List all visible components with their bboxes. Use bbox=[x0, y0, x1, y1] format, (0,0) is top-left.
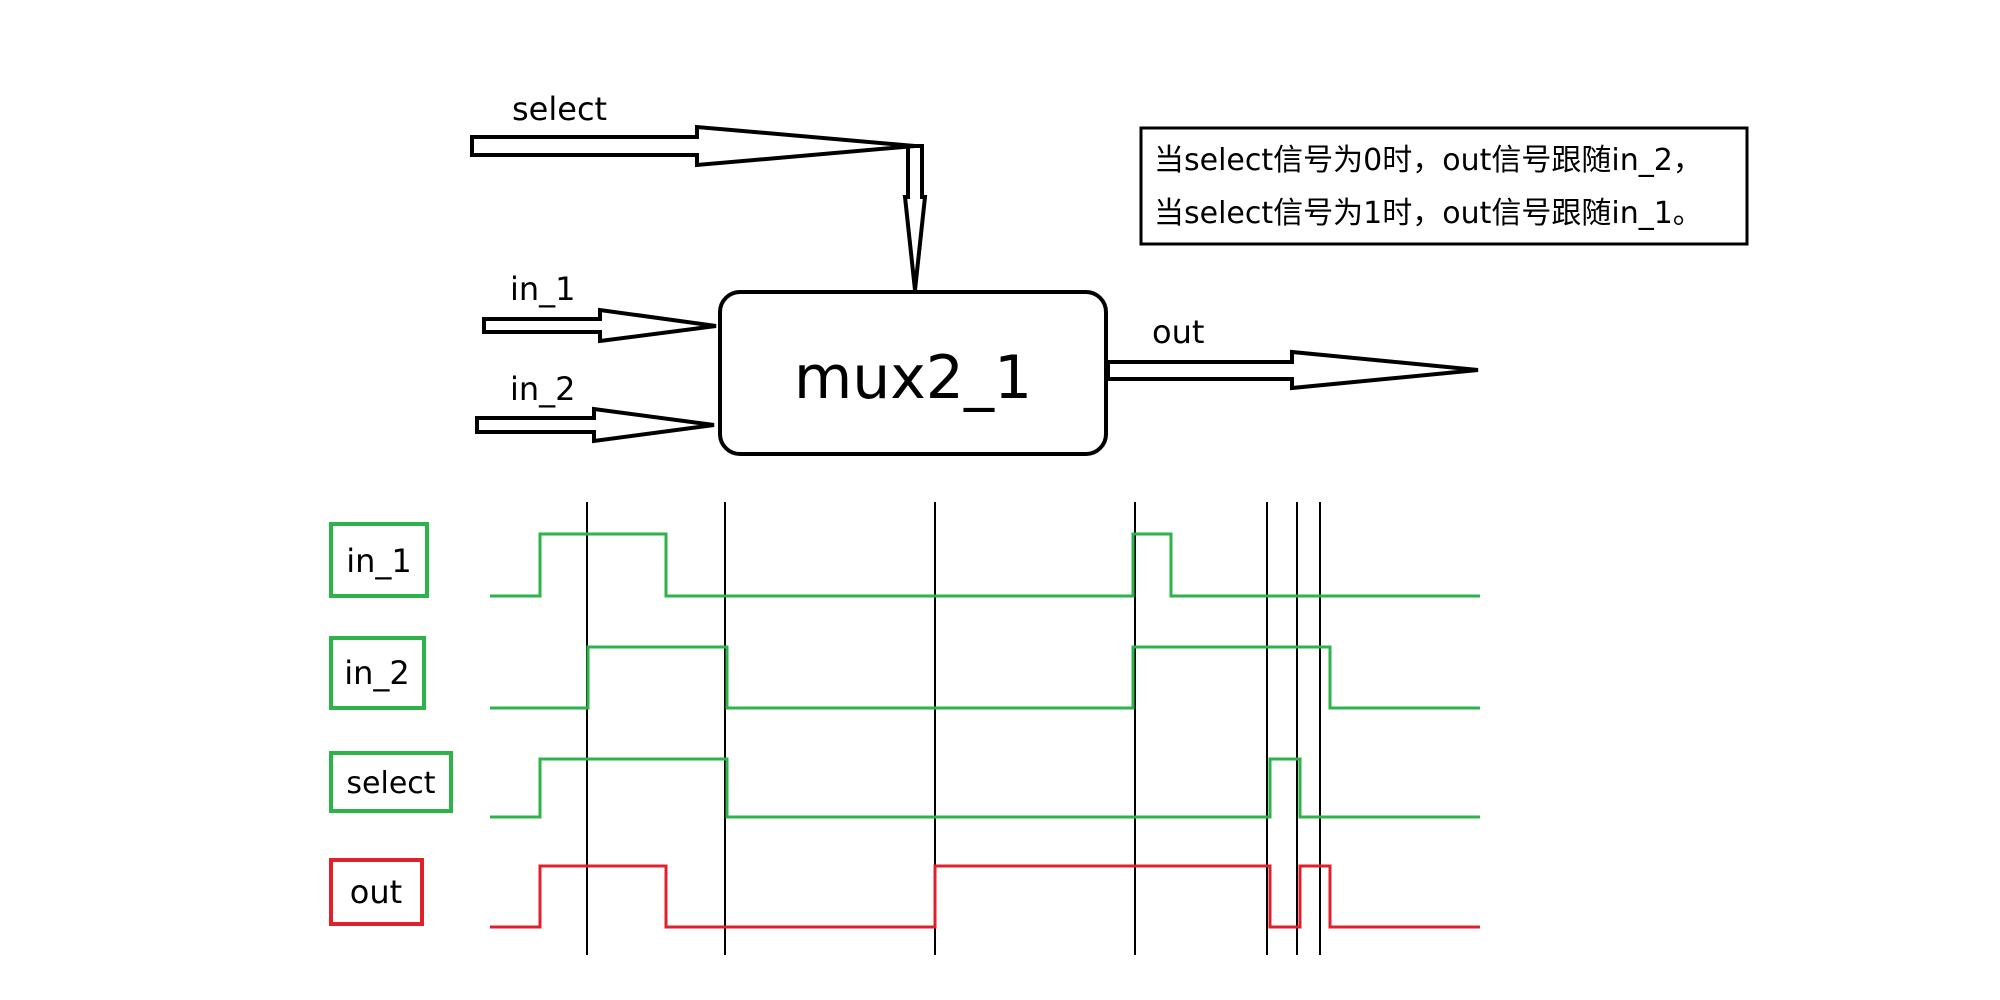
in2-wave-label-box bbox=[329, 636, 426, 710]
out-label: out bbox=[1152, 313, 1204, 351]
in2-wave-label: in_2 bbox=[344, 654, 410, 692]
note-box bbox=[1139, 126, 1749, 246]
note-line-1: 当select信号为0时，out信号跟随in_2， bbox=[1154, 143, 1703, 178]
in2-label: in_2 bbox=[510, 370, 576, 408]
in1-input-arrow bbox=[482, 307, 717, 344]
select-input-arrow bbox=[470, 124, 916, 168]
out-wave-label: out bbox=[350, 873, 402, 911]
waveform-in_1 bbox=[490, 532, 1480, 598]
select-wave-label-box bbox=[329, 751, 453, 813]
waveform-select bbox=[490, 757, 1480, 819]
select-label: select bbox=[512, 90, 607, 128]
out-arrow bbox=[1106, 349, 1479, 391]
in2-input-arrow bbox=[475, 406, 715, 444]
select-down-arrow bbox=[902, 144, 928, 291]
in1-wave-label-box bbox=[329, 522, 429, 598]
in1-label: in_1 bbox=[510, 270, 576, 308]
mux-block-title: mux2_1 bbox=[794, 343, 1032, 413]
out-wave-label-box bbox=[329, 858, 424, 926]
select-wave-label: select bbox=[346, 766, 435, 801]
note-line-2: 当select信号为1时，out信号跟随in_1。 bbox=[1154, 196, 1703, 231]
waveforms bbox=[490, 532, 1480, 929]
waveform-in_2 bbox=[490, 645, 1480, 710]
transition-markers bbox=[586, 502, 1321, 955]
waveform-out bbox=[490, 864, 1480, 929]
in1-wave-label: in_1 bbox=[346, 542, 412, 580]
